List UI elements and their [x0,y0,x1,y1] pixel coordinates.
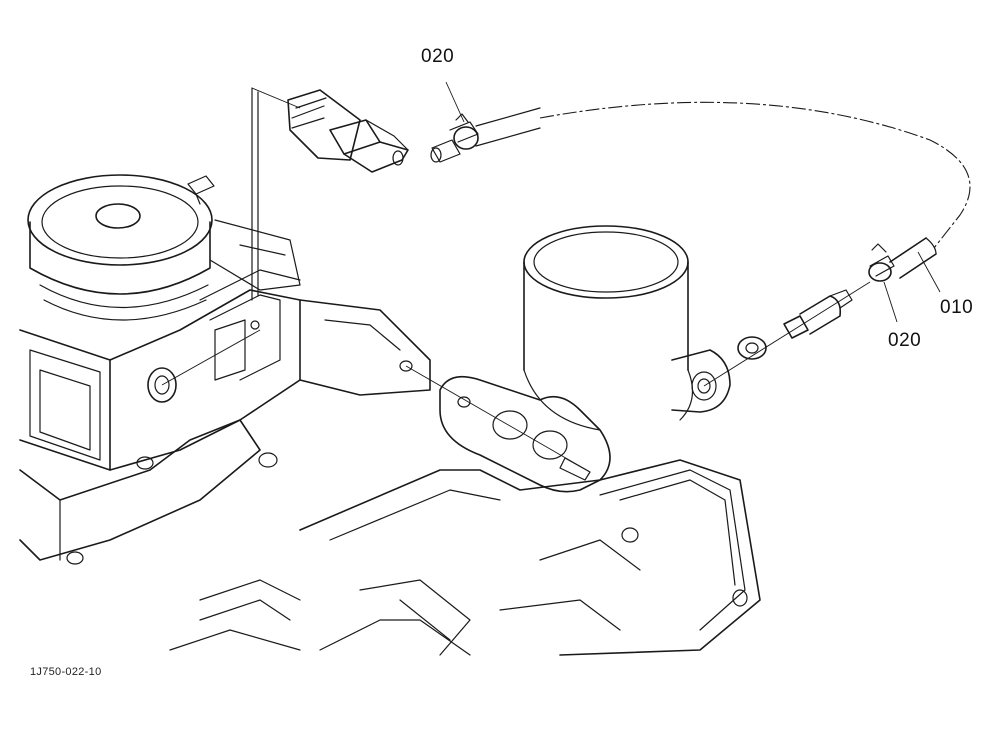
assembly-line-left [161,329,261,386]
engine-block [169,459,761,656]
hose-fitting [783,289,853,339]
carburetor-body [19,87,431,565]
clamp-top [430,113,479,163]
assembly-line-right [703,281,871,387]
hose-right-end [889,237,937,279]
callout-leader-hose [917,251,941,293]
hose-arc [539,101,971,249]
washer [737,336,767,360]
figure-code: 1J750-022-10 [30,666,102,678]
elbow-pipe [523,225,731,431]
assembly-line-center [405,365,591,473]
callout-leader-top [445,81,465,123]
leader-line-top [251,87,301,109]
callout-010: 010 [940,297,974,318]
callout-020-top: 020 [421,46,455,67]
callout-020-bottom: 020 [888,330,922,351]
sensor-switch [287,89,409,173]
callout-leader-bottom [883,281,898,323]
